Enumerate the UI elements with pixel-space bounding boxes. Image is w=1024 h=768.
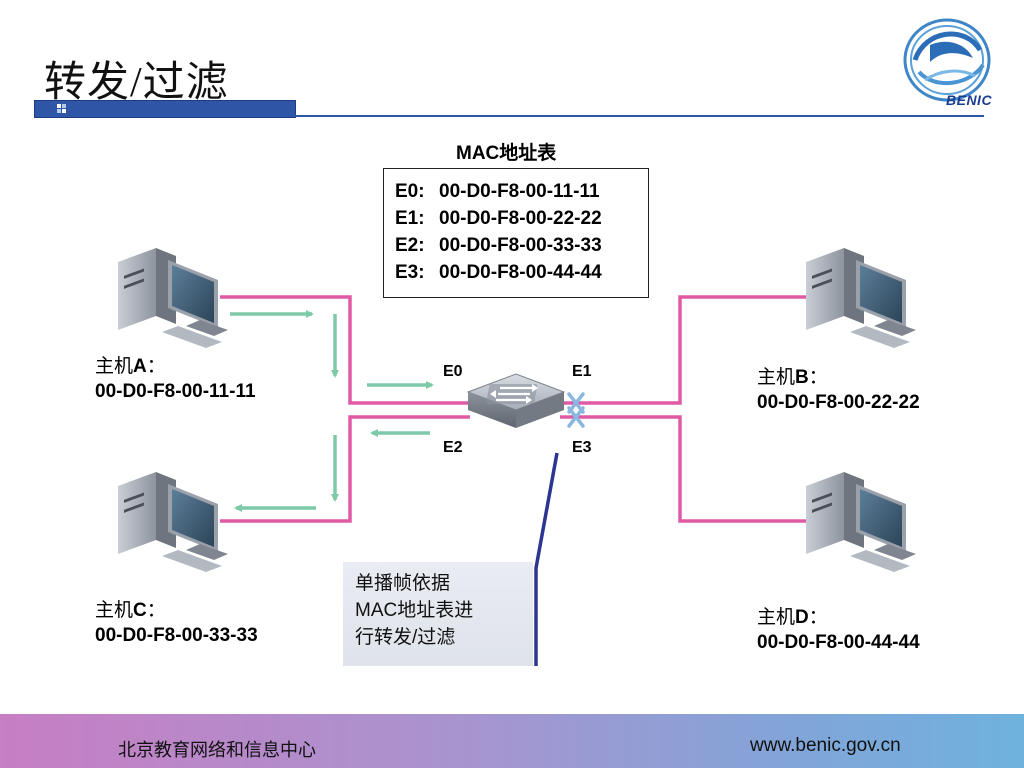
computer-host-c-icon <box>118 472 228 572</box>
host-d-letter: D <box>795 607 809 628</box>
host-b-label: 主机B： 00-D0-F8-00-22-22 <box>757 365 920 415</box>
host-c-prefix: 主机 <box>95 600 134 621</box>
host-a-letter: A <box>133 356 147 377</box>
host-c-label: 主机C： 00-D0-F8-00-33-33 <box>95 598 258 648</box>
frame-flow-arrows <box>230 310 434 512</box>
host-d-prefix: 主机 <box>757 607 796 628</box>
mac-table-row: E2: 00-D0-F8-00-33-33 <box>395 235 602 257</box>
mac-row-address: 00-D0-F8-00-11-11 <box>439 181 600 202</box>
mac-row-port: E1: <box>395 208 425 229</box>
link-host-c <box>220 415 470 523</box>
callout-text: 单播帧依据 MAC地址表进 行转发/过滤 <box>355 570 527 651</box>
title-bar-ornament-icon <box>57 104 66 113</box>
host-a-prefix: 主机 <box>95 356 134 377</box>
blocked-port-icon <box>567 392 585 428</box>
mac-table-row: E3: 00-D0-F8-00-44-44 <box>395 262 602 284</box>
port-label-e3: E3 <box>572 439 592 456</box>
link-host-d <box>560 415 808 523</box>
benic-logo-icon <box>903 18 991 102</box>
slide-title: 转发/过滤 <box>44 60 229 106</box>
mac-row-port: E3: <box>395 262 425 283</box>
computer-host-b-icon <box>806 248 916 348</box>
mac-table-row: E1: 00-D0-F8-00-22-22 <box>395 208 602 230</box>
mac-row-address: 00-D0-F8-00-33-33 <box>439 235 602 256</box>
computer-host-a-icon <box>118 248 228 348</box>
mac-table-title: MAC地址表 <box>456 143 557 164</box>
host-c-mac: 00-D0-F8-00-33-33 <box>95 625 258 646</box>
host-d-suffix: ： <box>808 607 828 628</box>
host-b-letter: B <box>795 367 809 388</box>
footer-organization: 北京教育网络和信息中心 <box>118 740 316 760</box>
mac-table-row: E0: 00-D0-F8-00-11-11 <box>395 181 600 203</box>
callout-pointer-line <box>534 452 559 666</box>
mac-row-address: 00-D0-F8-00-22-22 <box>439 208 602 229</box>
port-label-e1: E1 <box>572 363 592 380</box>
title-underline-line <box>294 115 984 117</box>
mac-row-address: 00-D0-F8-00-44-44 <box>439 262 602 283</box>
host-d-label: 主机D： 00-D0-F8-00-44-44 <box>757 605 920 655</box>
mac-row-port: E2: <box>395 235 425 256</box>
callout-line: 行转发/过滤 <box>355 627 456 648</box>
title-underline-bar <box>34 100 296 118</box>
footer-website: www.benic.gov.cn <box>750 735 901 756</box>
host-a-mac: 00-D0-F8-00-11-11 <box>95 381 256 402</box>
host-d-mac: 00-D0-F8-00-44-44 <box>757 632 920 653</box>
callout-line: 单播帧依据 <box>355 573 451 594</box>
logo-text: BENIC <box>946 92 993 108</box>
callout-line: MAC地址表进 <box>355 600 474 621</box>
host-b-suffix: ： <box>808 367 828 388</box>
mac-row-port: E0: <box>395 181 425 202</box>
callout-box: 单播帧依据 MAC地址表进 行转发/过滤 <box>343 562 533 666</box>
host-b-prefix: 主机 <box>757 367 796 388</box>
computer-host-d-icon <box>806 472 916 572</box>
port-label-e2: E2 <box>443 439 463 456</box>
footer-bar: 北京教育网络和信息中心 www.benic.gov.cn <box>0 714 1024 768</box>
port-label-e0: E0 <box>443 363 463 380</box>
link-host-b <box>560 295 808 405</box>
mac-table: E0: 00-D0-F8-00-11-11 E1: 00-D0-F8-00-22-2… <box>383 168 649 298</box>
switch-icon <box>466 373 566 428</box>
host-c-letter: C <box>133 600 147 621</box>
host-b-mac: 00-D0-F8-00-22-22 <box>757 392 920 413</box>
host-a-suffix: ： <box>146 356 166 377</box>
host-a-label: 主机A： 00-D0-F8-00-11-11 <box>95 354 256 404</box>
link-host-a <box>220 295 470 405</box>
host-c-suffix: ： <box>146 600 166 621</box>
